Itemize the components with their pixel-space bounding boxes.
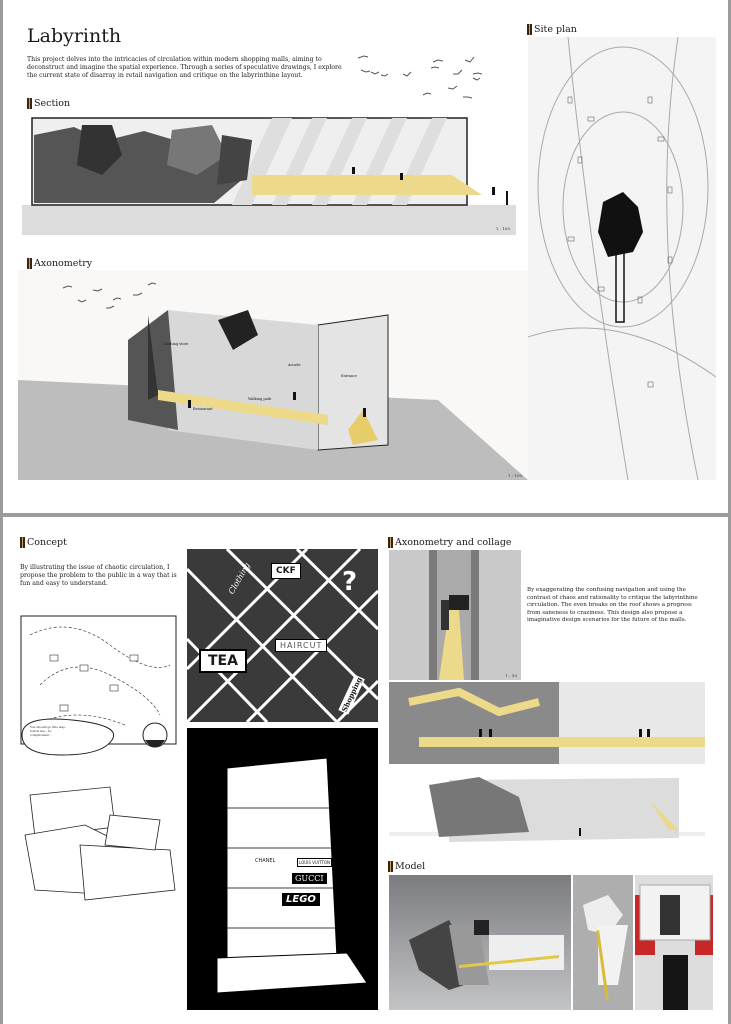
concept-sketch	[20, 785, 183, 905]
project-description: This project delves into the intricacies…	[27, 56, 342, 80]
page-1: Labyrinth This project delves into the i…	[3, 0, 728, 513]
axonometry-heading: Axonometry	[27, 258, 92, 269]
collage-scale: 1 : 50	[505, 673, 517, 678]
model-heading-text: Model	[395, 861, 426, 872]
label-walking-path: Walking path	[248, 397, 272, 401]
model-photo-3	[635, 875, 713, 1010]
heading-bar-icon	[27, 98, 32, 109]
heading-bar-icon	[388, 861, 393, 872]
heading-bar-icon	[388, 537, 393, 548]
label-restaurant: Restaurant	[193, 407, 213, 411]
collage-text: By exaggerating the confusing navigation…	[527, 587, 698, 624]
section-scale: 1 : 100	[495, 226, 510, 231]
heading-bar-icon	[27, 258, 32, 269]
sign-haircut: HAIRCUT	[275, 639, 328, 652]
label-entrance: Entrance	[341, 374, 358, 378]
site-plan-heading-text: Site plan	[534, 24, 577, 35]
illustration-shop-grid: Clothing CKF ? TEA HAIRCUT Shopping	[187, 549, 378, 722]
sign-ckf: CKF	[271, 563, 301, 579]
sign-gucci: GUCCI	[292, 873, 327, 884]
model-photo-2	[573, 875, 633, 1010]
sign-tea: TEA	[199, 649, 247, 673]
model-heading: Model	[388, 861, 425, 872]
section-heading-text: Section	[34, 98, 71, 109]
concept-heading: Concept	[20, 537, 67, 548]
concept-text: By illustrating the issue of chaotic cir…	[20, 564, 177, 588]
page-title: Labyrinth	[27, 25, 122, 47]
label-arcade: Arcade	[288, 363, 301, 367]
birds-illustration	[357, 55, 483, 99]
sign-louis-vuitton: LOUIS VUITTON	[297, 858, 332, 867]
speech-bubble-text: You should go this way.. follow me.. So …	[30, 725, 67, 737]
collage-heading-text: Axonometry and collage	[395, 537, 512, 548]
collage-interior-view: 1 : 50	[389, 550, 521, 680]
sign-chanel: CHANEL	[255, 858, 276, 864]
concept-heading-text: Concept	[27, 537, 67, 548]
section-heading: Section	[27, 98, 70, 109]
sign-lego: LEGO	[282, 893, 320, 906]
heading-bar-icon	[527, 24, 532, 35]
collage-exterior-view	[389, 770, 705, 852]
axonometry-heading-text: Axonometry	[34, 258, 93, 269]
page-2: Concept By illustrating the issue of cha…	[3, 517, 728, 1024]
heading-bar-icon	[20, 537, 25, 548]
question-mark-icon: ?	[342, 567, 358, 597]
site-plan-drawing	[528, 37, 716, 480]
collage-heading: Axonometry and collage	[388, 537, 512, 548]
site-plan-heading: Site plan	[527, 24, 577, 35]
concept-comic-map: You should go this way.. follow me.. So …	[20, 615, 186, 765]
axonometry-scale: 1 : 100	[507, 473, 522, 478]
section-drawing: 1 : 100	[22, 115, 516, 235]
illustration-mall-section: CHANEL LOUIS VUITTON GUCCI LEGO	[187, 728, 378, 1010]
axonometry-drawing: Clothing store Arcade Entrance Walking p…	[18, 270, 528, 480]
collage-path-view	[389, 682, 705, 764]
label-clothing-store: Clothing store	[163, 342, 189, 346]
model-photo-1	[389, 875, 571, 1010]
